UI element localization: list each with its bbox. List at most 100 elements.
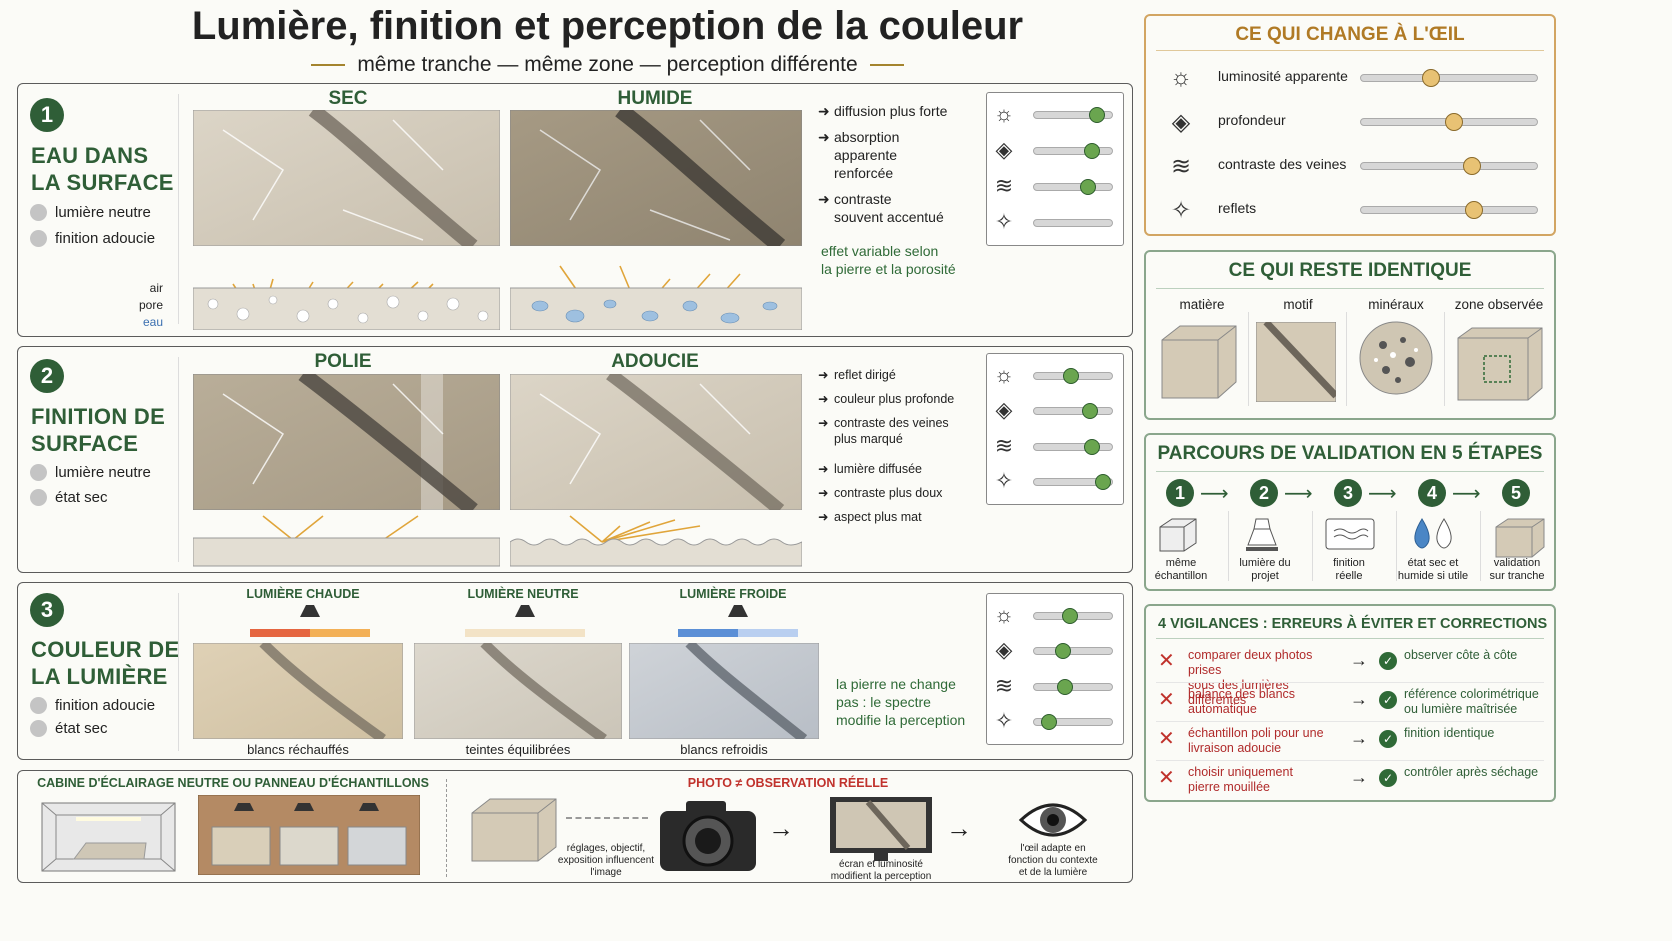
slider-knob <box>1057 678 1073 695</box>
sun-icon: ☼ <box>993 601 1015 627</box>
waves-icon: ≋ <box>994 173 1014 198</box>
check-icon: ✓ <box>1379 691 1397 709</box>
slider-track <box>1033 111 1113 119</box>
option-dry-state: état sec <box>30 720 108 737</box>
slider-knob <box>1041 714 1057 731</box>
option-neutral-light: lumière neutre <box>30 204 151 221</box>
wet-stone-slab <box>510 110 802 246</box>
arrow-icon: → <box>768 813 794 843</box>
slider-track <box>1360 74 1538 82</box>
sun-icon: ☼ <box>993 361 1015 387</box>
column-honed: ADOUCIE <box>611 351 699 372</box>
light-effect-sliders: ☼◈≋✧ <box>986 593 1124 745</box>
arrow-icon: → <box>946 813 972 843</box>
validation-step-number: 2 <box>1250 479 1278 507</box>
slider-track <box>1033 147 1113 155</box>
identical-panel: CE QUI RESTE IDENTIQUE matière motif min… <box>1144 250 1556 420</box>
cold-light-label: LUMIÈRE FROIDE <box>679 587 787 601</box>
slider-track <box>1033 478 1113 487</box>
correction-text: contrôler après séchage <box>1404 765 1539 779</box>
warm-stone-sample <box>193 643 403 739</box>
validation-step-number: 3 <box>1334 479 1362 507</box>
matter-cube-icon <box>1161 325 1237 399</box>
error-x-icon: ✕ <box>1158 689 1175 711</box>
arrow-icon: → <box>1350 689 1368 709</box>
sun-icon: ☼ <box>1170 64 1192 91</box>
dry-cross-section <box>193 278 500 330</box>
slider-track <box>1033 647 1113 656</box>
validation-step-icon <box>1324 515 1376 560</box>
honed-diffusion-diagram <box>510 515 802 567</box>
vigilance-title: 4 VIGILANCES : ERREURS À ÉVITER ET CORRE… <box>1158 616 1548 632</box>
validation-step-icon <box>1492 515 1548 566</box>
slider-knob <box>1062 367 1079 384</box>
validation-title: PARCOURS DE VALIDATION EN 5 ÉTAPES <box>1157 443 1543 464</box>
validation-step-number: 5 <box>1502 479 1530 507</box>
slider-knob <box>1061 607 1078 624</box>
slider-track <box>1033 718 1113 727</box>
identical-title: CE QUI RESTE IDENTIQUE <box>1228 260 1472 281</box>
arrow-icon: → <box>1350 650 1368 670</box>
check-icon: ✓ <box>1379 730 1397 748</box>
item-minerals-label: minéraux <box>1368 297 1424 312</box>
slider-track <box>1360 162 1538 170</box>
stone-block-icon <box>471 798 557 862</box>
water-notes: ➜diffusion plus forte ➜absorption appare… <box>818 103 948 225</box>
layers-icon: ◈ <box>995 637 1013 663</box>
waves-icon: ≋ <box>1170 153 1192 180</box>
water-effect-sliders: ☼◈≋✧ <box>986 92 1124 246</box>
arrow-icon: ⟶ <box>1452 483 1481 505</box>
photo-vs-real-title: PHOTO ≠ OBSERVATION RÉELLE <box>687 776 889 790</box>
check-icon: ✓ <box>1379 769 1397 787</box>
eye-icon <box>1018 803 1088 837</box>
sparkle-icon: ✧ <box>994 209 1014 234</box>
validation-step-icon <box>1408 515 1458 560</box>
monitor-icon <box>830 797 932 861</box>
layers-icon: ◈ <box>995 397 1013 423</box>
minerals-magnifier-icon <box>1359 321 1433 395</box>
column-dry: SEC <box>328 88 368 109</box>
arrow-icon: ⟶ <box>1200 483 1229 505</box>
slider-knob <box>1464 201 1483 219</box>
warm-caption: blancs réchauffés <box>247 742 349 757</box>
wet-cross-section <box>510 265 802 330</box>
correction-text: finition identique <box>1404 726 1495 740</box>
sparkle-icon: ✧ <box>1170 197 1192 224</box>
item-zone-label: zone observée <box>1454 297 1544 312</box>
sparkle-icon: ✧ <box>994 468 1014 494</box>
slider-knob <box>1089 107 1105 123</box>
arrow-icon: ⟶ <box>1368 483 1397 505</box>
layers-icon: ◈ <box>1171 109 1191 136</box>
neutral-lamp-icon <box>465 605 585 637</box>
camera-icon <box>660 801 756 871</box>
change-label: profondeur <box>1218 112 1286 128</box>
camera-caption: réglages, objectif,exposition influencen… <box>557 843 655 878</box>
light-booth-icon <box>41 802 176 872</box>
item-pattern-label: motif <box>1283 297 1313 312</box>
check-icon: ✓ <box>1379 652 1397 670</box>
validation-step-number: 4 <box>1418 479 1446 507</box>
section-number: 3 <box>30 593 64 627</box>
correction-text: observer côte à côte <box>1404 648 1518 662</box>
arrow-icon: → <box>1350 728 1368 748</box>
arrow-icon: → <box>1350 767 1368 787</box>
sparkle-icon: ✧ <box>994 708 1014 734</box>
slider-track <box>1033 442 1113 451</box>
error-x-icon: ✕ <box>1158 728 1175 750</box>
subtitle-text: même tranche — même zone — perception di… <box>357 53 858 76</box>
slider-track <box>1033 219 1113 227</box>
